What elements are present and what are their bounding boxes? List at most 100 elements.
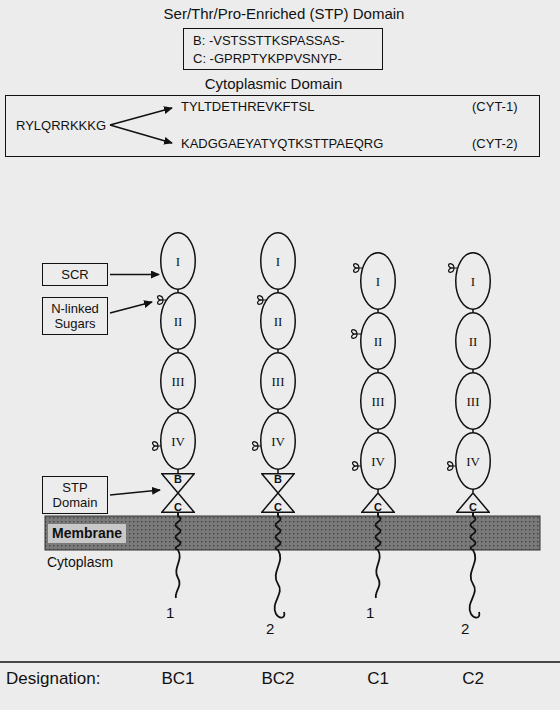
callout-number: 2: [461, 620, 469, 638]
scr-domain: II: [160, 292, 196, 350]
domain-oval: [161, 233, 196, 290]
domain-oval: [456, 253, 491, 310]
sequence-box: Cytoplasmic DomainRYLQRRKKKGTYLTDETHREVK…: [5, 95, 540, 157]
label-text: C: [161, 501, 195, 513]
scr-domain: I: [260, 232, 296, 290]
label-text: Membrane: [48, 524, 126, 543]
stp-segment: C: [261, 493, 295, 513]
label-text: N-linked Sugars: [48, 301, 102, 331]
designation-label: C2: [428, 669, 518, 689]
domain-oval: [361, 313, 396, 370]
domain-oval: [456, 313, 491, 370]
leader-arrow: [110, 490, 160, 495]
membrane-fill: [45, 516, 540, 550]
stp-triangle: [362, 493, 395, 512]
scr-domain: II: [360, 312, 396, 370]
stp-triangle: [162, 474, 195, 493]
scr-domain: I: [360, 252, 396, 310]
stp-segment: B: [161, 473, 195, 493]
stp-triangle: [457, 493, 490, 512]
domain-numeral: I: [471, 274, 475, 289]
domain-numeral: I: [276, 254, 280, 269]
domain-oval: [261, 413, 296, 470]
scr-domain: III: [160, 352, 196, 410]
stp-segment: C: [361, 493, 395, 513]
stp-triangle: [262, 474, 295, 493]
domain-numeral: III: [172, 374, 185, 389]
callout-number: 2: [266, 620, 274, 638]
label-text: C: [361, 501, 395, 513]
sequence-text: (CYT-1): [472, 99, 518, 114]
transmembrane-tail: [470, 513, 480, 618]
rule-line: [0, 661, 560, 663]
stp-triangle: [262, 493, 295, 512]
domain-numeral: III: [372, 394, 385, 409]
stp-triangle: [162, 493, 195, 512]
label-text: STP Domain: [48, 480, 102, 510]
domain-oval: [261, 353, 296, 410]
domain-oval: [456, 433, 491, 490]
callout-box: STP Domain: [42, 476, 108, 514]
label-text: B: [161, 473, 195, 485]
label-text: C: [456, 501, 490, 513]
label-text: SCR: [48, 267, 102, 282]
scr-domain: III: [260, 352, 296, 410]
transmembrane-tail: [176, 513, 181, 598]
scr-domain: II: [455, 312, 491, 370]
stp-segment: C: [456, 493, 490, 513]
transmembrane-tail: [275, 513, 285, 618]
domain-numeral: II: [469, 334, 478, 349]
scr-domain: III: [455, 372, 491, 430]
sequence-box: Ser/Thr/Pro-Enriched (STP) DomainB: -VST…: [183, 28, 383, 70]
row-label: Designation:: [6, 669, 101, 689]
label-text: C: [261, 501, 295, 513]
domain-oval: [161, 353, 196, 410]
leader-arrow: [110, 274, 159, 276]
domain-oval: [361, 373, 396, 430]
label-text: B: [261, 473, 295, 485]
scr-domain: II: [260, 292, 296, 350]
domain-numeral: I: [176, 254, 180, 269]
sequence-text: TYLTDETHREVKFTSL: [181, 99, 314, 114]
sequence-arrow: [110, 125, 172, 143]
sequence-text: (CYT-2): [472, 136, 518, 151]
domain-oval: [261, 233, 296, 290]
sequence-arrow: [110, 108, 172, 125]
domain-numeral: III: [467, 394, 480, 409]
stp-segment: B: [261, 473, 295, 493]
domain-numeral: II: [274, 314, 283, 329]
designation-label: C1: [333, 669, 423, 689]
sequence-text: RYLQRRKKKG: [16, 118, 106, 133]
callout-number: 1: [166, 604, 174, 622]
leader-arrow: [110, 302, 152, 313]
scr-domain: III: [360, 372, 396, 430]
domain-numeral: IV: [171, 434, 185, 449]
domain-numeral: II: [374, 334, 383, 349]
scr-domain: IV: [455, 432, 491, 490]
domain-numeral: I: [376, 274, 380, 289]
domain-numeral: III: [272, 374, 285, 389]
scr-domain: I: [160, 232, 196, 290]
sequence-text: KADGGAEYATYQTKSTTPAEQRG: [181, 136, 383, 151]
stp-segment: C: [161, 493, 195, 513]
domain-oval: [456, 373, 491, 430]
domain-oval: [161, 293, 196, 350]
domain-oval: [361, 433, 396, 490]
domain-numeral: IV: [271, 434, 285, 449]
scr-domain: I: [455, 252, 491, 310]
domain-numeral: II: [174, 314, 183, 329]
domain-numeral: IV: [371, 454, 385, 469]
callout-box: N-linked Sugars: [42, 297, 108, 335]
region-label: Cytoplasm: [47, 554, 113, 571]
designation-label: BC2: [233, 669, 323, 689]
callout-box: SCR: [42, 263, 108, 286]
sequence-text: C: -GPRPTYKPPVSNYP-: [193, 51, 342, 66]
transmembrane-tail: [376, 513, 381, 598]
heading: Ser/Thr/Pro-Enriched (STP) Domain: [84, 5, 484, 23]
domain-oval: [361, 253, 396, 310]
heading: Cytoplasmic Domain: [6, 75, 541, 93]
sequence-text: B: -VSTSSTTKSPASSAS-: [193, 33, 344, 48]
domain-oval: [161, 413, 196, 470]
scr-domain: IV: [360, 432, 396, 490]
designation-label: BC1: [133, 669, 223, 689]
